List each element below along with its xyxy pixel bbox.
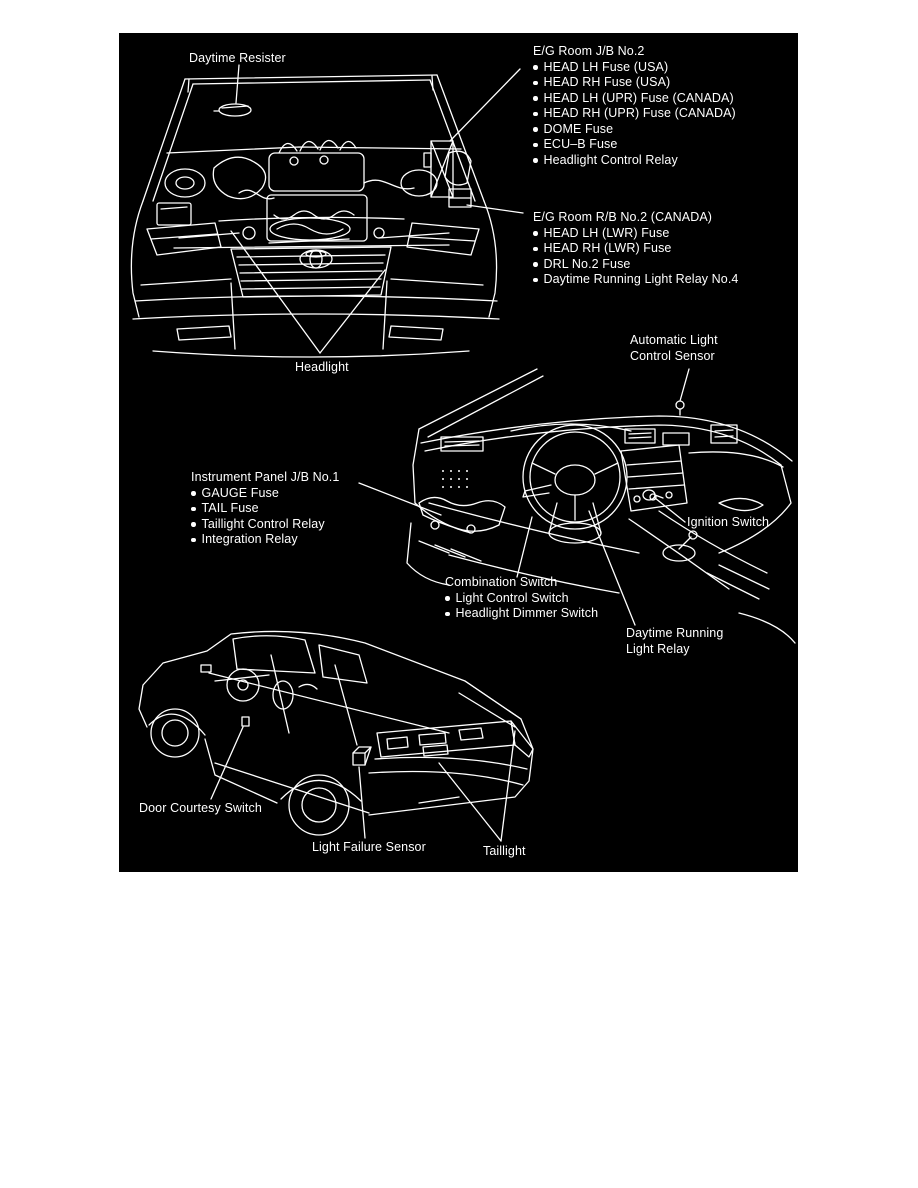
bullet-dot — [191, 491, 196, 496]
bullet-dot — [191, 506, 196, 511]
label-headlight: Headlight — [295, 360, 349, 374]
instrument-panel-jb-item: Integration Relay — [191, 532, 339, 548]
eg-room-jb-item-text: DOME Fuse — [543, 121, 614, 136]
eg-room-rb-item-text: HEAD LH (LWR) Fuse — [543, 225, 670, 240]
eg-room-jb-title: E/G Room J/B No.2 — [533, 44, 645, 58]
front-view-leader-lines — [231, 69, 523, 353]
label-door-courtesy-switch: Door Courtesy Switch — [139, 801, 262, 815]
bullet-dot — [533, 158, 538, 163]
label-eg-room-jb: E/G Room J/B No.2 HEAD LH Fuse (USA) HEA… — [533, 44, 736, 168]
eg-room-jb-item: HEAD LH (UPR) Fuse (CANADA) — [533, 91, 736, 107]
bullet-dot — [445, 596, 450, 601]
eg-room-jb-item-text: Headlight Control Relay — [543, 152, 678, 167]
rear-view-art — [139, 631, 533, 835]
eg-room-rb-item: DRL No.2 Fuse — [533, 257, 738, 273]
label-light-failure-sensor: Light Failure Sensor — [312, 840, 426, 854]
combination-switch-item: Light Control Switch — [445, 591, 598, 607]
bullet-dot — [191, 537, 196, 542]
automatic-light-sensor-line2: Control Sensor — [630, 348, 715, 363]
bullet-dot — [533, 142, 538, 147]
dashboard-leader-lines — [359, 369, 689, 625]
speaker-grille-dots — [442, 470, 468, 488]
bullet-dot — [533, 65, 538, 70]
eg-room-jb-item-text: HEAD RH (UPR) Fuse (CANADA) — [543, 106, 736, 120]
eg-room-jb-item: DOME Fuse — [533, 122, 736, 138]
combination-switch-item-text: Headlight Dimmer Switch — [455, 606, 599, 620]
eg-room-rb-item: HEAD LH (LWR) Fuse — [533, 226, 738, 242]
eg-room-jb-item: HEAD RH Fuse (USA) — [533, 75, 736, 91]
label-daytime-running-light-relay: Daytime Running Light Relay — [626, 626, 723, 657]
bullet-dot — [533, 111, 538, 116]
front-view-art — [131, 65, 499, 357]
label-eg-room-rb: E/G Room R/B No.2 (CANADA) HEAD LH (LWR)… — [533, 210, 738, 288]
label-combination-switch: Combination Switch Light Control Switch … — [445, 575, 598, 622]
eg-room-jb-item-text: ECU–B Fuse — [543, 137, 618, 151]
automatic-light-sensor-line1: Automatic Light — [630, 333, 718, 347]
instrument-panel-jb-title: Instrument Panel J/B No.1 — [191, 470, 340, 484]
instrument-panel-jb-item: GAUGE Fuse — [191, 486, 339, 502]
instrument-panel-jb-item-text: Integration Relay — [201, 532, 298, 546]
instrument-panel-jb-item-text: GAUGE Fuse — [201, 485, 279, 500]
instrument-panel-jb-item: TAIL Fuse — [191, 501, 339, 517]
bullet-dot — [191, 522, 196, 527]
instrument-panel-jb-item-text: TAIL Fuse — [201, 501, 259, 515]
bullet-dot — [533, 277, 538, 282]
bullet-dot — [533, 246, 538, 251]
eg-room-rb-title: E/G Room R/B No.2 (CANADA) — [533, 210, 713, 224]
bullet-dot — [533, 127, 538, 132]
combination-switch-item-text: Light Control Switch — [455, 590, 569, 605]
eg-room-jb-item: HEAD RH (UPR) Fuse (CANADA) — [533, 106, 736, 122]
daytime-running-light-relay-line2: Light Relay — [626, 641, 690, 656]
eg-room-rb-item-text: DRL No.2 Fuse — [543, 256, 631, 271]
eg-room-jb-item: Headlight Control Relay — [533, 153, 736, 169]
combination-switch-item: Headlight Dimmer Switch — [445, 606, 598, 622]
bullet-dot — [533, 231, 538, 236]
bullet-dot — [445, 611, 450, 616]
label-automatic-light-control-sensor: Automatic Light Control Sensor — [630, 333, 718, 364]
bullet-dot — [533, 96, 538, 101]
label-daytime-resister: Daytime Resister — [189, 51, 286, 65]
label-taillight: Taillight — [483, 844, 526, 858]
dashboard-art — [407, 369, 795, 643]
eg-room-jb-item: ECU–B Fuse — [533, 137, 736, 153]
instrument-panel-jb-item: Taillight Control Relay — [191, 517, 339, 533]
eg-room-jb-item-text: HEAD LH (UPR) Fuse (CANADA) — [543, 90, 734, 105]
diagram-line-art — [119, 33, 798, 872]
eg-room-jb-item: HEAD LH Fuse (USA) — [533, 60, 736, 76]
eg-room-rb-item: HEAD RH (LWR) Fuse — [533, 241, 738, 257]
bullet-dot — [533, 262, 538, 267]
rear-view-leader-lines — [211, 727, 515, 841]
eg-room-rb-item: Daytime Running Light Relay No.4 — [533, 272, 738, 288]
eg-room-rb-item-text: HEAD RH (LWR) Fuse — [543, 241, 672, 255]
label-ignition-switch: Ignition Switch — [687, 515, 770, 529]
daytime-running-light-relay-line1: Daytime Running — [626, 626, 724, 640]
component-location-diagram-panel: Daytime Resister E/G Room J/B No.2 HEAD … — [119, 33, 798, 872]
eg-room-jb-item-text: HEAD RH Fuse (USA) — [543, 75, 671, 89]
combination-switch-title: Combination Switch — [445, 575, 558, 589]
eg-room-jb-item-text: HEAD LH Fuse (USA) — [543, 59, 669, 74]
instrument-panel-jb-item-text: Taillight Control Relay — [201, 516, 325, 531]
eg-room-rb-item-text: Daytime Running Light Relay No.4 — [543, 272, 739, 286]
bullet-dot — [533, 80, 538, 85]
label-instrument-panel-jb: Instrument Panel J/B No.1 GAUGE Fuse TAI… — [191, 470, 339, 548]
